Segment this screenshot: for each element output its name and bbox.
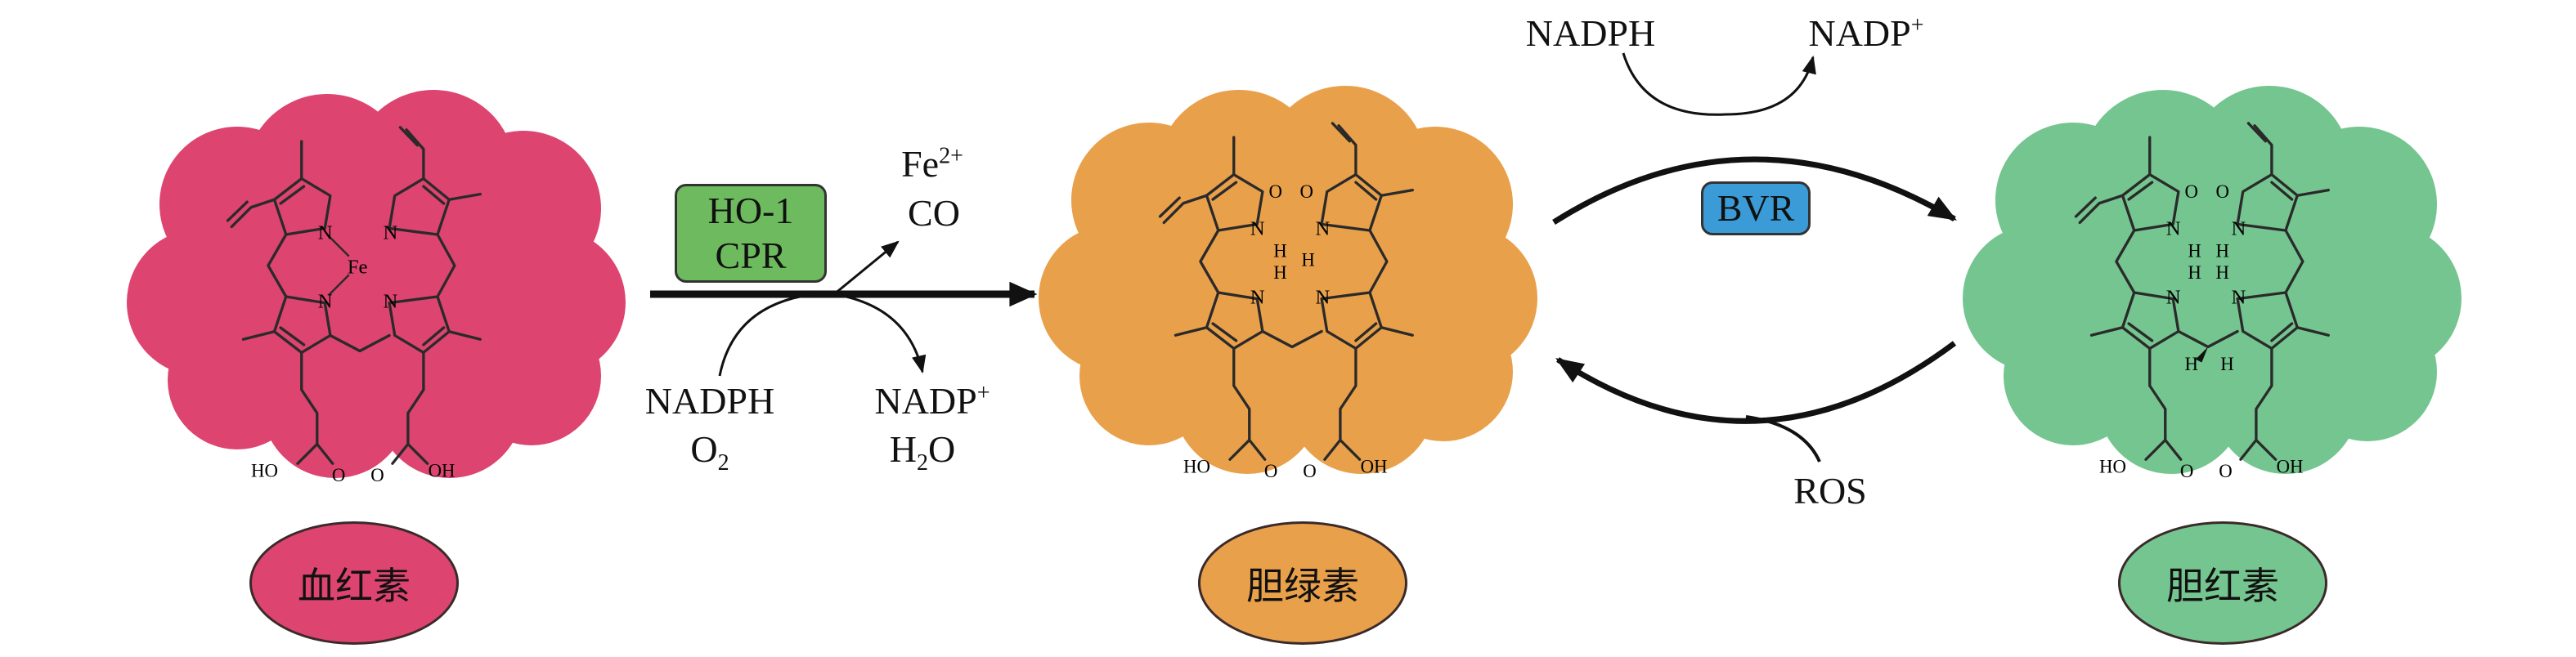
bv-atom-n4: N — [1316, 286, 1331, 308]
bv-atom-o-right: O — [1300, 181, 1313, 202]
bv-atom-h3: H — [1301, 250, 1314, 270]
br-atom-ho: HO — [2099, 456, 2126, 476]
bv-atom-o2: O — [1303, 461, 1316, 481]
heme-structure: N N N N Fe HO O O OH — [226, 126, 482, 485]
heme-atom-o2: O — [370, 465, 384, 485]
bv-atom-h1: H — [1273, 240, 1286, 261]
o2-subscript: 2 — [717, 450, 729, 476]
arrow-to-nadp-h2o — [833, 293, 927, 374]
enzyme-cpr-label: CPR — [715, 234, 787, 276]
heme-atom-ho: HO — [251, 460, 278, 480]
bv-atom-n2: N — [1316, 218, 1331, 240]
heme-cloud — [127, 90, 626, 478]
arc-ros-in — [1745, 415, 1821, 463]
bv-atom-o-left: O — [1269, 181, 1282, 202]
br-atom-h4: H — [2216, 262, 2229, 283]
br-atom-h2: H — [2216, 240, 2229, 261]
heme-name-label: 血红素 — [298, 563, 411, 608]
bilirubin-cloud — [1963, 86, 2462, 474]
product-co: CO — [908, 192, 960, 234]
bv-atom-h2: H — [1273, 262, 1286, 283]
bv-atom-oh: OH — [1361, 456, 1388, 476]
input-o2: O2 — [690, 428, 729, 475]
arrow-to-fe-co — [833, 240, 900, 296]
br-atom-n4: N — [2232, 286, 2246, 308]
fe-charge: 2+ — [939, 143, 963, 169]
nadp-symbol-1: NADP — [874, 380, 977, 422]
heme-atom-n3: N — [318, 290, 333, 312]
heme-atom-o1: O — [332, 465, 345, 485]
heme-atom-oh: OH — [429, 460, 456, 480]
br-atom-o2: O — [2219, 461, 2232, 481]
biliverdin-cloud — [1039, 86, 1537, 474]
heme-name-ellipse: 血红素 — [249, 521, 459, 645]
enzyme-box-bvr: BVR — [1701, 181, 1811, 235]
h2o-o: O — [928, 428, 956, 470]
biliverdin-name-label: 胆绿素 — [1246, 563, 1359, 608]
arrow-biliverdin-to-bilirubin — [1552, 156, 1957, 225]
heme-atom-n1: N — [318, 222, 333, 244]
br-wedge-bond — [2195, 346, 2208, 363]
nadp-charge-2: + — [1910, 12, 1924, 38]
bilirubin-name-ellipse: 胆红素 — [2118, 521, 2327, 645]
cofactor-nadp-2: NADP+ — [1808, 12, 1924, 54]
br-atom-n2: N — [2232, 218, 2246, 240]
bv-atom-ho: HO — [1183, 456, 1210, 476]
bilirubin-structure: N N N N H H H H H H O O HO O O OH — [2074, 122, 2330, 481]
br-atom-h6: H — [2220, 354, 2233, 374]
biliverdin-structure: N N N N H H H O O HO O O OH — [1158, 122, 1414, 481]
br-atom-o-left: O — [2185, 181, 2198, 202]
br-atom-o1: O — [2180, 461, 2193, 481]
arrow-bilirubin-to-biliverdin — [1555, 341, 1957, 424]
output-nadp-1: NADP+ — [874, 382, 990, 420]
o2-symbol: O — [690, 428, 718, 470]
bilirubin-cloud-shape — [1963, 86, 2462, 474]
enzyme-box-ho1-cpr: HO-1 CPR — [675, 184, 827, 283]
bv-atom-o1: O — [1264, 461, 1277, 481]
fe-symbol: Fe — [901, 143, 940, 185]
bv-atom-n3: N — [1250, 286, 1265, 308]
br-atom-h3: H — [2188, 262, 2201, 283]
br-atom-n1: N — [2166, 218, 2181, 240]
arc-cofactor-nadph-to-nadp — [1622, 52, 1816, 116]
heme-atom-fe: Fe — [348, 257, 368, 279]
br-atom-n3: N — [2166, 286, 2181, 308]
br-atom-o-right: O — [2216, 181, 2229, 202]
br-atom-h1: H — [2188, 240, 2201, 261]
h2o-h: H — [889, 428, 917, 470]
biliverdin-cloud-shape — [1039, 86, 1537, 474]
bv-atom-n1: N — [1250, 218, 1265, 240]
br-atom-oh: OH — [2277, 456, 2304, 476]
arc-nadph-o2-in — [718, 291, 839, 377]
product-fe2plus: Fe2+ — [901, 145, 963, 183]
nadp-symbol-2: NADP — [1808, 12, 1911, 54]
heme-atom-n4: N — [384, 290, 398, 312]
bilirubin-name-label: 胆红素 — [2166, 563, 2279, 608]
br-atom-h5: H — [2185, 354, 2198, 374]
nadp-charge-1: + — [976, 380, 990, 406]
input-nadph-1: NADPH — [644, 380, 775, 422]
heme-cloud-shape — [127, 90, 626, 478]
output-h2o: H2O — [889, 428, 956, 475]
ros-label: ROS — [1793, 470, 1867, 512]
heme-atom-n2: N — [384, 222, 398, 244]
cofactor-nadph-2: NADPH — [1525, 12, 1656, 54]
biliverdin-name-ellipse: 胆绿素 — [1198, 521, 1407, 645]
enzyme-ho1-label: HO-1 — [707, 190, 794, 232]
enzyme-bvr-label: BVR — [1717, 186, 1795, 229]
h2o-subscript: 2 — [917, 450, 928, 476]
